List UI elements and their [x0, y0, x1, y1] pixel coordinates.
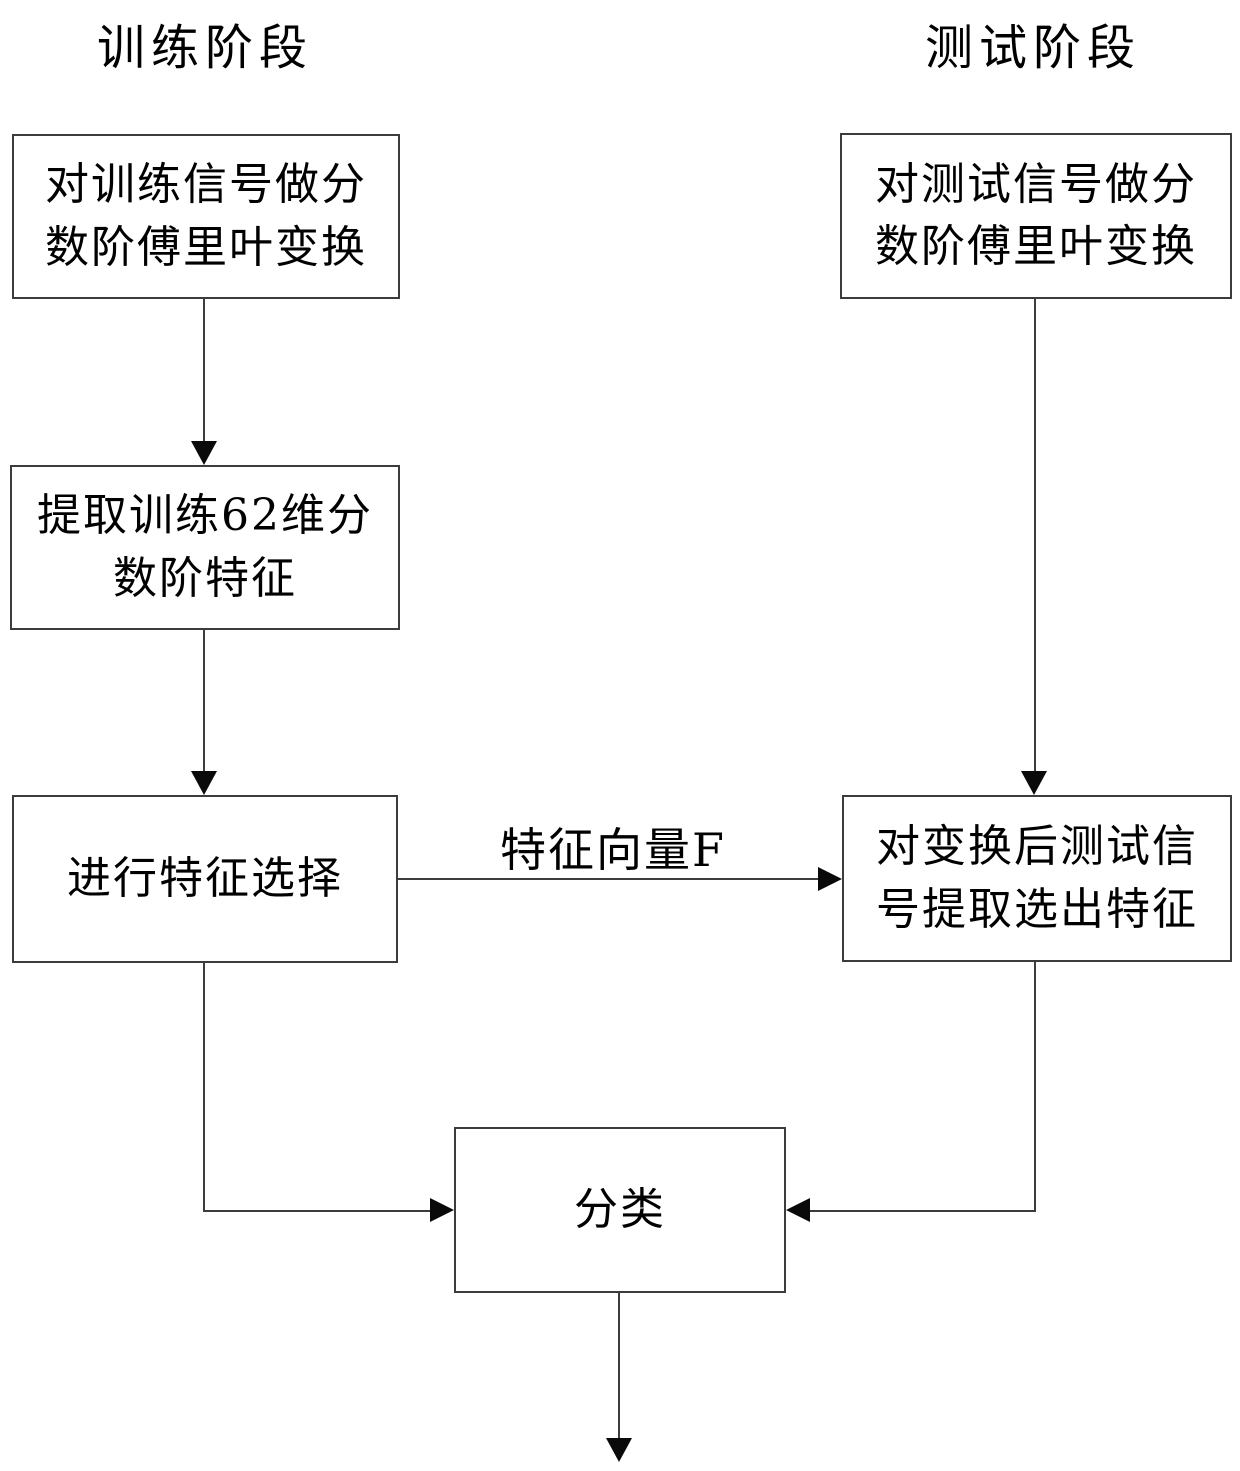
connector-test1-test2 [1034, 299, 1036, 773]
arrowhead-left-icon [786, 1198, 810, 1222]
arrowhead-down-icon [1021, 771, 1047, 795]
node-train-fractional-fourier-transform: 对训练信号做分 数阶傅里叶变换 [12, 134, 400, 299]
node-classification: 分类 [454, 1127, 786, 1293]
phase-title-training: 训练阶段 [96, 20, 313, 76]
connector-train1-train2 [203, 299, 205, 443]
arrowhead-right-icon [818, 867, 842, 891]
arrowhead-down-icon [606, 1438, 632, 1462]
phase-title-testing: 测试阶段 [924, 20, 1141, 76]
edge-label-feature-vector: 特征向量F [500, 823, 726, 877]
connector-train3-classify-horizontal [203, 1210, 431, 1212]
connector-train2-train3 [203, 630, 205, 773]
node-test-extract-selected-features: 对变换后测试信 号提取选出特征 [842, 795, 1232, 962]
arrowhead-down-icon [191, 771, 217, 795]
connector-feature-vector [398, 878, 820, 880]
node-train-extract-62d-features: 提取训练62维分 数阶特征 [10, 465, 400, 630]
node-feature-selection: 进行特征选择 [12, 795, 398, 963]
arrowhead-right-icon [430, 1198, 454, 1222]
node-test-fractional-fourier-transform: 对测试信号做分 数阶傅里叶变换 [840, 133, 1232, 299]
connector-classify-output [618, 1293, 620, 1439]
connector-train3-classify-vertical [203, 963, 205, 1212]
connector-test2-classify-vertical [1034, 962, 1036, 1212]
arrowhead-down-icon [191, 441, 217, 465]
connector-test2-classify-horizontal [810, 1210, 1036, 1212]
